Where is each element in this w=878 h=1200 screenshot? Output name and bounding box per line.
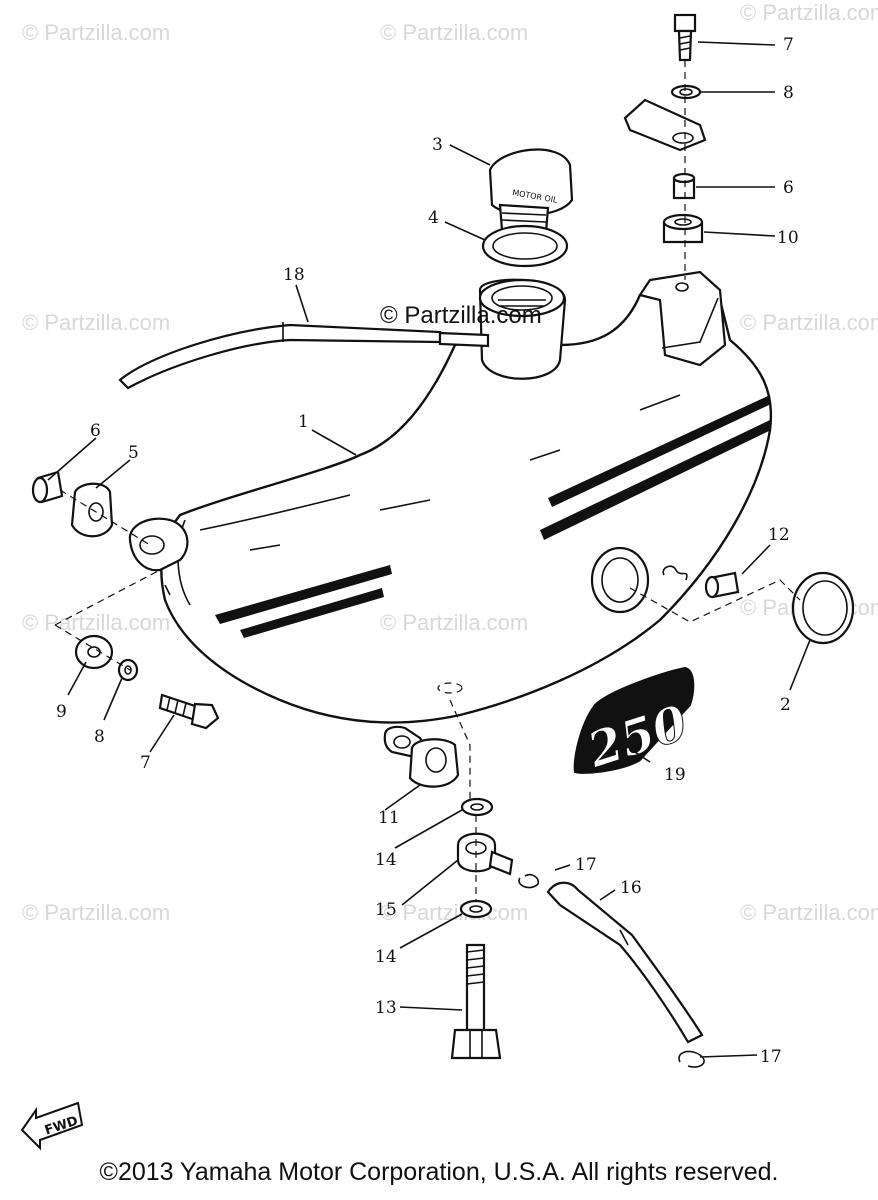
bottom-grommet: [408, 699, 471, 800]
cap-gasket: [481, 224, 569, 268]
right-grommet: [629, 571, 855, 645]
fwd-arrow-icon: FWD: [20, 1101, 84, 1151]
watermark: © Partzilla.com: [380, 610, 528, 635]
left-mount: [31, 470, 151, 546]
part-label-13: 13: [375, 998, 397, 1018]
watermark: © Partzilla.com: [22, 310, 170, 335]
part-label-5: 5: [128, 443, 139, 463]
center-watermark: © Partzilla.com: [380, 302, 542, 329]
oil-tank: [128, 270, 773, 758]
watermark: © Partzilla.com: [380, 20, 528, 45]
part-label-8-left: 8: [94, 727, 105, 747]
part-label-11: 11: [378, 808, 400, 828]
oil-hose: [518, 873, 705, 1068]
top-mount-stack: [623, 13, 707, 280]
lower-left-fasteners: [54, 569, 220, 730]
part-label-18: 18: [283, 265, 305, 285]
part-label-10: 10: [777, 228, 799, 248]
badge-250: 250: [573, 666, 694, 780]
part-label-8: 8: [783, 83, 794, 103]
banjo-assembly: [450, 797, 514, 1060]
part-label-14: 14: [375, 850, 397, 870]
part-label-7: 7: [783, 35, 794, 55]
watermark: © Partzilla.com: [380, 900, 528, 925]
part-label-14-lower: 14: [375, 947, 397, 967]
part-label-15: 15: [375, 900, 397, 920]
part-label-1: 1: [298, 412, 309, 432]
part-labels: 7 8 6 10 3 4 18 1 6 5 12 2 9 8 7 19 11 1…: [56, 35, 799, 1067]
part-label-6: 6: [783, 178, 794, 198]
oil-cap: MOTOR OIL: [488, 148, 574, 234]
watermark: © Partzilla.com: [740, 0, 878, 25]
part-label-17-lower: 17: [760, 1047, 782, 1067]
filler-neck: [478, 278, 567, 380]
watermark: © Partzilla.com: [22, 900, 170, 925]
copyright-notice: ©2013 Yamaha Motor Corporation, U.S.A. A…: [99, 1158, 779, 1186]
breather-hose: [118, 322, 490, 390]
part-label-7-left: 7: [140, 753, 151, 773]
part-label-2: 2: [780, 695, 791, 715]
part-label-16: 16: [620, 878, 642, 898]
watermark: © Partzilla.com: [740, 900, 878, 925]
part-label-12: 12: [768, 525, 790, 545]
watermark: © Partzilla.com: [740, 310, 878, 335]
watermark: © Partzilla.com: [22, 610, 170, 635]
part-label-3: 3: [432, 135, 443, 155]
part-label-9: 9: [56, 702, 67, 722]
watermark-layer: © Partzilla.com © Partzilla.com © Partzi…: [22, 0, 878, 925]
part-label-4: 4: [428, 208, 439, 228]
watermark: © Partzilla.com: [22, 20, 170, 45]
leader-lines: [47, 41, 811, 1058]
part-label-19: 19: [664, 765, 686, 785]
part-label-6-left: 6: [90, 421, 101, 441]
part-label-17: 17: [575, 855, 597, 875]
